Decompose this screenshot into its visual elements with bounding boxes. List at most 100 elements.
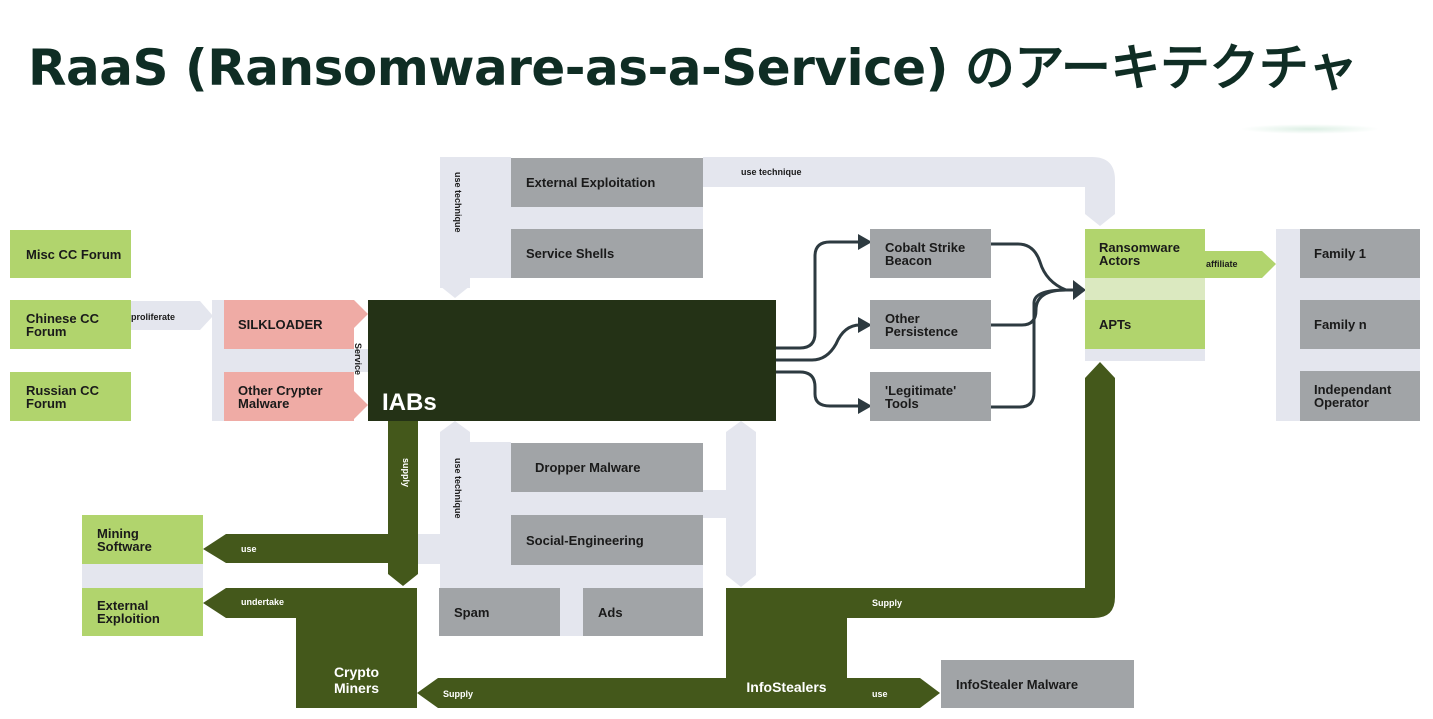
connector-top-arrowhead (440, 286, 470, 298)
other-crypter-line2: Malware (238, 395, 290, 411)
legitimate-tools-line1: 'Legitimate' (885, 382, 957, 398)
edge-label-use-technique-top: use technique (453, 172, 463, 233)
arrow-tools-to-ransomware (991, 288, 1067, 409)
crypto-miners-line2: Miners (333, 680, 380, 696)
connector-supply-iabs (388, 421, 418, 586)
family-1-label: Family 1 (1314, 246, 1367, 261)
chinese-cc-forum-line2: Forum (26, 323, 67, 339)
edge-label-affiliate: affiliate (1206, 259, 1238, 269)
infostealer-malware-node: InfoStealer Malware (941, 660, 1134, 708)
arrow-to-other-persistence (776, 323, 861, 362)
arrowhead-ransomware (1073, 280, 1086, 300)
connector-bottom-gap-2 (511, 565, 703, 588)
edge-label-use-technique-right: use technique (741, 167, 802, 177)
service-shells-node: Service Shells (511, 229, 703, 278)
other-persistence-line1: Other (885, 310, 920, 326)
connector-apts-band (1085, 349, 1205, 361)
infostealer-malware-label: InfoStealer Malware (956, 676, 1079, 692)
other-persistence-line2: Persistence (885, 323, 958, 339)
connector-family-gap-2 (1300, 349, 1420, 371)
external-exploitation-node: External Exploitation (511, 158, 703, 207)
arrow-cobalt-to-ransomware (991, 242, 1078, 292)
family-n-label: Family n (1314, 317, 1367, 332)
connector-bottom-column (440, 421, 470, 588)
edge-label-use-technique-bottom: use technique (453, 458, 463, 519)
connector-bottom-gap (511, 492, 703, 515)
dropper-malware-node: Dropper Malware (511, 443, 703, 492)
connector-top-bracket (470, 157, 511, 278)
connector-supply-apts (847, 362, 1115, 618)
arrowheads (858, 234, 1086, 414)
connector-social-left (417, 534, 440, 564)
chinese-cc-forum-line1: Chinese CC (26, 310, 99, 326)
independant-operator-line1: Independant (1314, 382, 1392, 397)
independant-operator-line2: Operator (1314, 395, 1369, 410)
family-1-node: Family 1 (1300, 229, 1420, 278)
external-exploition-line2: Exploition (97, 611, 160, 626)
edge-label-undertake: undertake (241, 597, 285, 607)
edge-label-supply-apts: Supply (872, 598, 903, 608)
mining-software-line2: Software (97, 538, 152, 554)
silkloader-arrow-tip (354, 300, 368, 328)
silkloader-node: SILKLOADER (224, 300, 354, 349)
apts-label: APTs (1099, 317, 1132, 332)
spam-node: Spam (439, 588, 560, 636)
connector-affiliate-arrow (1205, 251, 1276, 278)
page-title: RaaS (Ransomware-as-a-Service) のアーキテクチャ (28, 39, 1358, 97)
connector-use-infostealer (847, 678, 940, 708)
iabs-node: IABs (368, 300, 776, 421)
ransomware-actors-line1: Ransomware (1099, 239, 1180, 255)
other-crypter-line1: Other Crypter (238, 382, 323, 398)
ads-label: Ads (598, 604, 623, 620)
connector-service-band (224, 349, 368, 372)
dark-connectors (203, 362, 1115, 708)
cobalt-strike-line2: Beacon (885, 252, 932, 268)
connector-family-gap-1 (1300, 278, 1420, 300)
spam-label: Spam (454, 604, 490, 620)
misc-cc-forum-label: Misc CC Forum (26, 246, 122, 262)
connector-use-mining (203, 534, 388, 563)
dropper-malware-label: Dropper Malware (535, 460, 641, 475)
edge-label-supply-iabs: supply (401, 458, 411, 488)
ransomware-actors-line2: Actors (1099, 252, 1141, 268)
connector-bottom-bracket (470, 442, 511, 588)
social-engineering-node: Social-Engineering (511, 515, 703, 565)
connector-top-to-ransomware (703, 157, 1115, 226)
arrow-to-legitimate-tools (776, 370, 860, 408)
edge-label-service: Service (353, 343, 363, 376)
edge-label-supply-miners: Supply (443, 689, 474, 699)
ransomware-apts-divider (1085, 278, 1205, 300)
connector-supply-miners (417, 678, 726, 708)
connector-left-strip (212, 300, 224, 421)
connector-undertake (203, 588, 296, 618)
arrow-to-cobalt-strike (776, 240, 860, 350)
arrowhead-cobalt (858, 234, 872, 250)
legitimate-tools-line2: Tools (885, 395, 919, 411)
crypto-miners-line1: Crypto (333, 664, 380, 680)
arrowhead-tools (858, 398, 872, 414)
arrowhead-persistence (858, 317, 872, 333)
decorative-glow (1240, 124, 1380, 134)
external-exploition-line1: External (97, 598, 149, 613)
service-shells-label: Service Shells (526, 246, 615, 261)
edge-label-use-mining: use (241, 544, 257, 554)
other-crypter-arrow-tip (354, 391, 368, 419)
connector-right-column (726, 421, 756, 587)
misc-cc-forum-node: Misc CC Forum (10, 230, 131, 278)
family-n-node: Family n (1300, 300, 1420, 349)
connector-family-strip (1276, 229, 1300, 421)
light-connectors (82, 157, 1420, 636)
legitimate-tools-node: 'Legitimate'Tools (870, 372, 991, 421)
external-exploitation-label: External Exploitation (526, 175, 656, 190)
edge-label-proliferate: proliferate (131, 312, 176, 322)
